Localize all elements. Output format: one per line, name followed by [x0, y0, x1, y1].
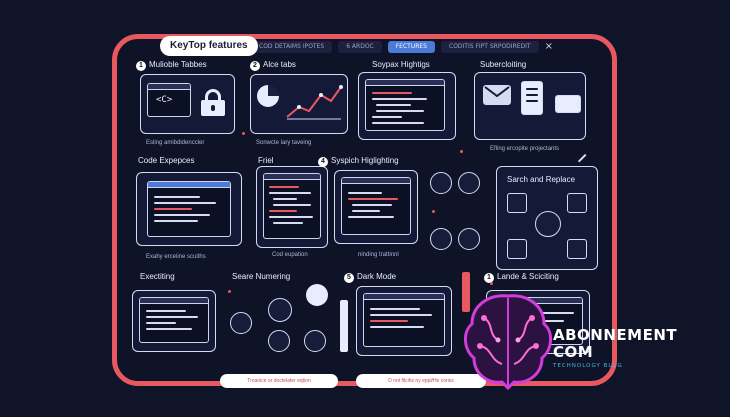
- section-caption: Efling ercopite projectants: [490, 146, 560, 152]
- mail-icon: [483, 85, 511, 105]
- code-window: [147, 181, 231, 237]
- tab-item-active[interactable]: FECTURES: [387, 41, 435, 53]
- brand-logo: ABONNEMENT COM TECHNOLOGY BLOG: [553, 326, 678, 370]
- section-title: Dark Mode: [357, 272, 397, 281]
- pie-chart-icon: [257, 85, 279, 107]
- code-window: [365, 79, 445, 131]
- section-caption: Esling amibdidenccler: [146, 140, 205, 146]
- brand-title-2: COM: [553, 343, 594, 361]
- alce-tabs-panel: [250, 74, 348, 134]
- enter-icon[interactable]: [567, 239, 587, 259]
- multiple-tabs-panel: <C>: [140, 74, 235, 134]
- subercloiting-panel: [474, 72, 586, 140]
- document-icon[interactable]: [567, 193, 587, 213]
- search-replace-panel: Sarch and Replace: [496, 166, 598, 270]
- section-caption: Exahy erceiine scuiths: [146, 254, 206, 260]
- tab-bar: COD DETAIMS IPOTES 6 ARDOC FECTURES CODI…: [150, 40, 570, 54]
- syntax-highlighting-panel: [334, 170, 418, 244]
- section-label: Seare Numering: [232, 272, 291, 281]
- chat-icon[interactable]: [304, 330, 326, 352]
- section-title: Alce tabs: [263, 60, 296, 69]
- tab-item[interactable]: COD DETAIMS IPOTES: [251, 41, 333, 53]
- code-window: [341, 177, 411, 235]
- section-number: 4: [318, 157, 328, 167]
- syntax-panel: [358, 72, 456, 140]
- section-caption: Sonwcte lary taveing: [256, 140, 312, 146]
- section-label: Soypax Hightigs: [372, 60, 430, 69]
- brain-logo-icon: [464, 294, 552, 391]
- replace-icon[interactable]: [507, 193, 527, 213]
- brand-subtitle: TECHNOLOGY BLOG: [553, 363, 623, 369]
- page-title: KeyTop features: [160, 36, 258, 56]
- search-icon[interactable]: [458, 172, 480, 194]
- pencil-icon: [340, 300, 348, 352]
- section-label: Code Expepces: [138, 156, 195, 165]
- footer-note: Troanice or doctelater eqtion: [220, 374, 338, 388]
- section-caption: Cod eupation: [272, 252, 308, 258]
- tab-item[interactable]: CODITIS FIPT SRPODIREDIT: [441, 41, 539, 53]
- close-icon[interactable]: ×: [544, 41, 553, 52]
- split-icon[interactable]: [507, 239, 527, 259]
- record-icon[interactable]: [268, 330, 290, 352]
- section-title: Lande & Sciciting: [497, 272, 559, 281]
- magnifier-icon[interactable]: [458, 228, 480, 250]
- line-chart-icon: [286, 85, 343, 120]
- tab-item[interactable]: 6 ARDOC: [338, 41, 382, 53]
- lock-icon: [201, 89, 225, 116]
- footer-note: D not filcihs ny eppl/He coriss: [356, 374, 486, 388]
- section-number: 1: [136, 61, 146, 71]
- target-icon[interactable]: [535, 211, 561, 237]
- friel-panel: [256, 166, 328, 248]
- equalizer-icon[interactable]: [268, 298, 292, 322]
- section-label: Exectiting: [140, 272, 175, 281]
- section-number: 5: [344, 273, 354, 283]
- code-expepces-panel: [136, 172, 242, 246]
- section-title: Sarch and Replace: [507, 175, 576, 184]
- section-label: Friel: [258, 156, 274, 165]
- section-caption: ninding trattinnl: [358, 252, 399, 258]
- exectiting-panel: [132, 290, 216, 352]
- code-window: [263, 173, 321, 239]
- clock-icon[interactable]: [430, 228, 452, 250]
- settings-icon[interactable]: [430, 172, 452, 194]
- folder-icon: [555, 95, 581, 113]
- section-number: 2: [250, 61, 260, 71]
- code-window: <C>: [147, 83, 191, 117]
- section-title: Syspich Higlighting: [331, 156, 399, 165]
- code-window: [139, 297, 209, 343]
- pen-icon: [462, 272, 470, 312]
- section-number: 1: [484, 273, 494, 283]
- dark-mode-panel: [356, 286, 452, 356]
- document-icon: [521, 81, 543, 115]
- section-label: Subercloiting: [480, 60, 527, 69]
- section-title: Mulioble Tabbes: [149, 60, 207, 69]
- brand-title: ABONNEMENT: [553, 326, 678, 344]
- compass-icon[interactable]: [230, 312, 252, 334]
- lightbulb-icon: [306, 284, 328, 306]
- code-window: [363, 293, 445, 347]
